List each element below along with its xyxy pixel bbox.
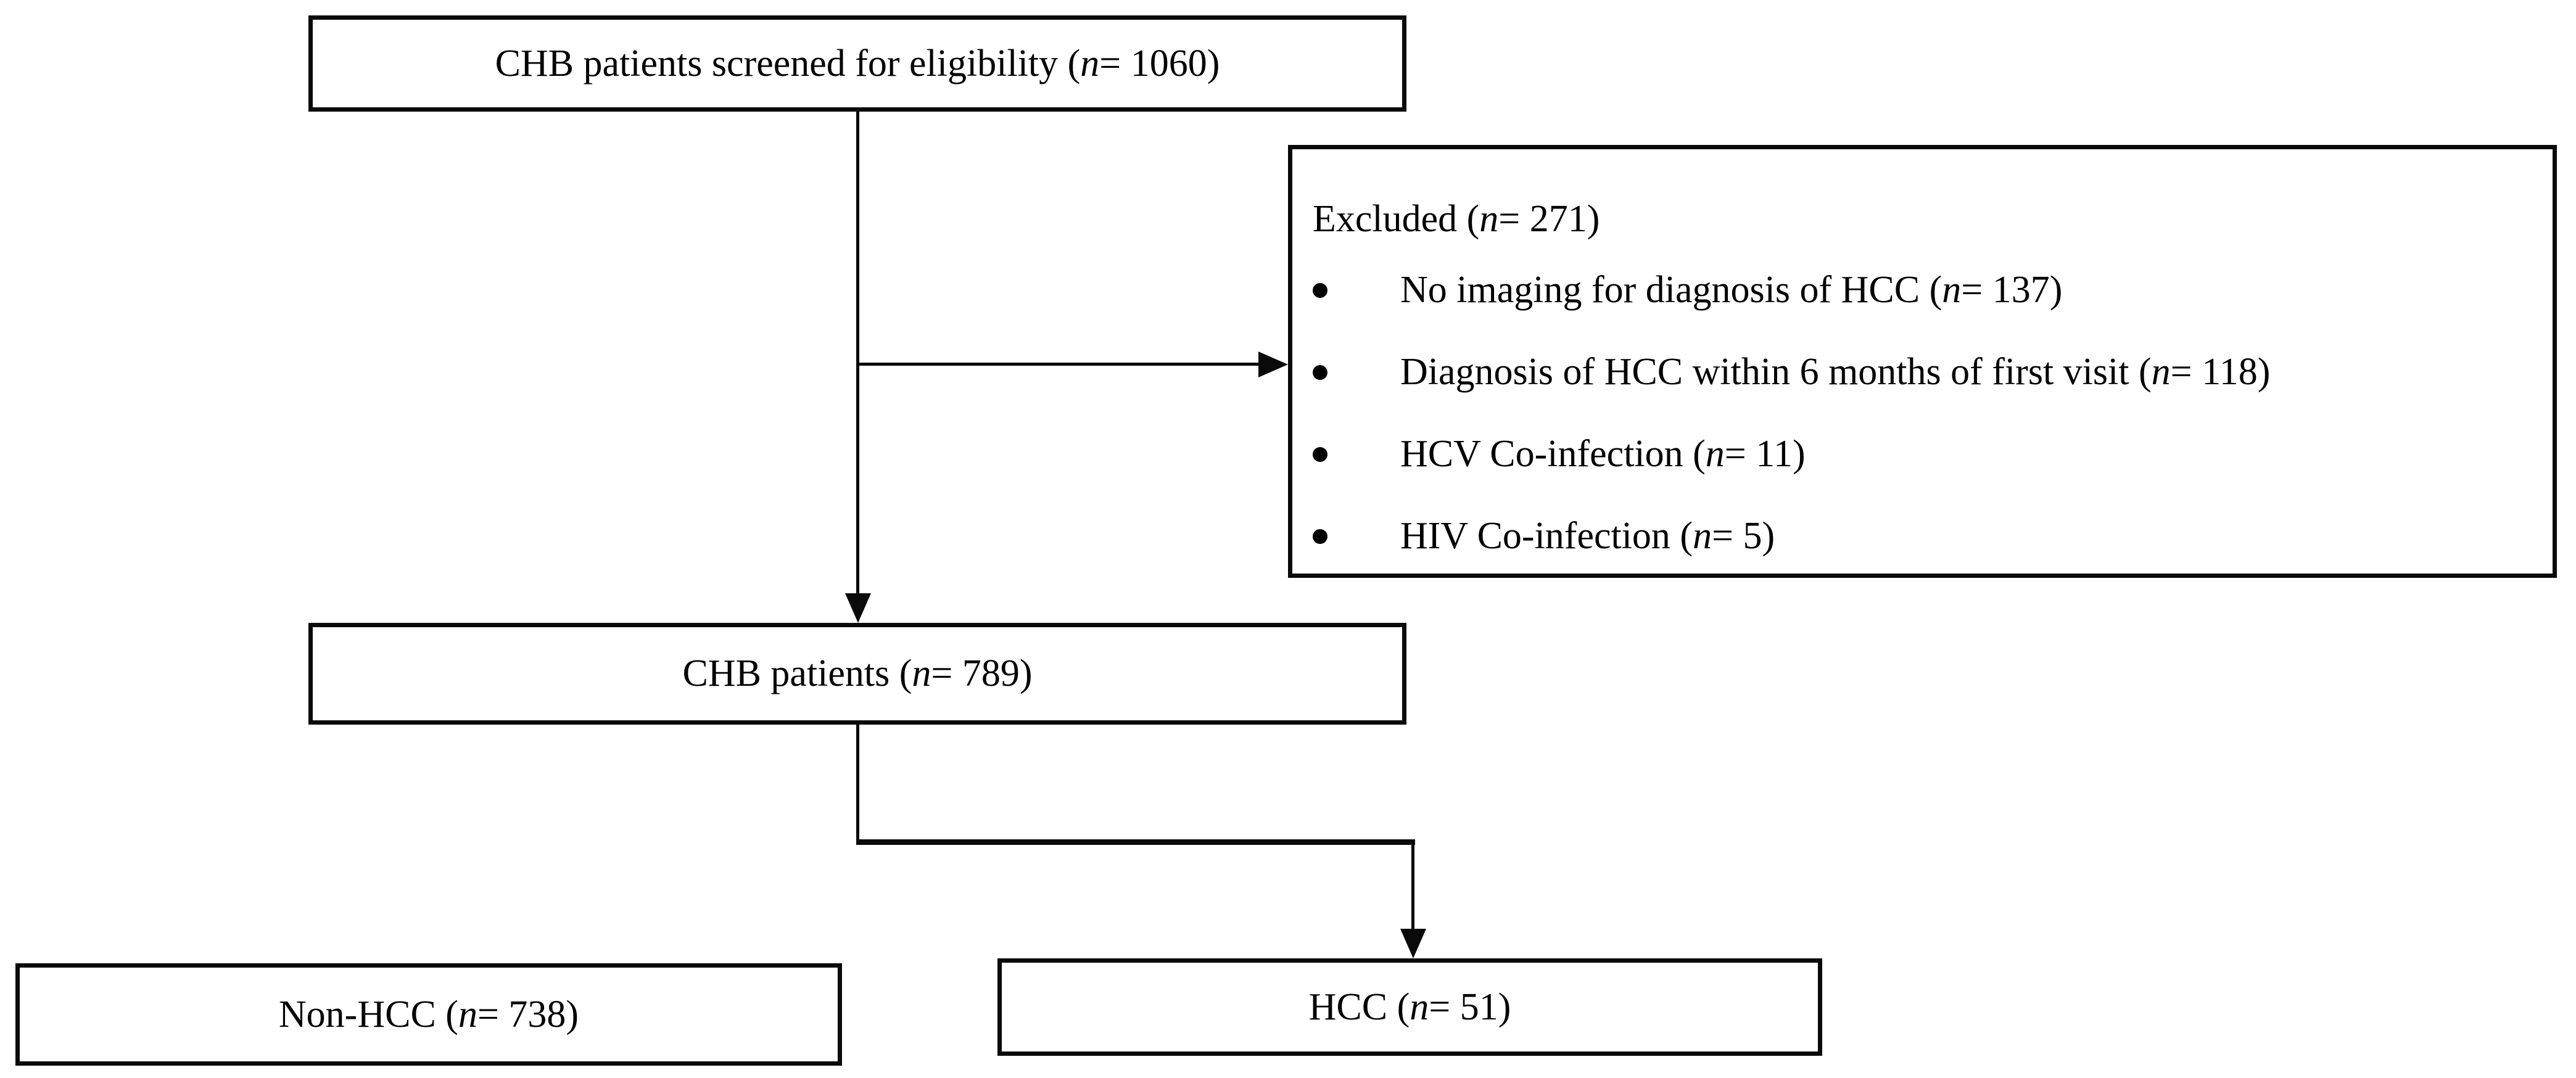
label-n-italic: n: [1942, 269, 1962, 311]
excluded-reason-item: Diagnosis of HCC within 6 months of firs…: [1313, 331, 2553, 413]
bullet-icon: [1313, 364, 1327, 380]
label-text: Diagnosis of HCC within 6 months of firs…: [1400, 351, 2152, 393]
chb-label: CHB patients (n= 789): [682, 652, 1032, 696]
hcc-label: HCC (n= 51): [1309, 985, 1511, 1029]
arrowhead-down-icon: [1400, 929, 1426, 958]
bullet-icon: [1313, 529, 1327, 544]
excluded-reason-label: HCV Co-infection (n= 11): [1400, 432, 1806, 476]
label-value: = 1060): [1099, 42, 1220, 84]
label-text: Excluded (: [1313, 198, 1480, 240]
label-value: = 11): [1724, 433, 1806, 475]
label-n-italic: n: [1479, 198, 1499, 240]
label-text: No imaging for diagnosis of HCC (: [1400, 269, 1942, 311]
label-value: = 271): [1498, 198, 1600, 240]
label-value: = 789): [931, 652, 1033, 694]
label-n-italic: n: [1410, 985, 1429, 1028]
excluded-reason-item: No imaging for diagnosis of HCC (n= 137): [1313, 249, 2553, 331]
excluded-reason-label: HIV Co-infection (n= 5): [1400, 514, 1775, 558]
label-text: CHB patients (: [682, 652, 912, 694]
excluded-reason-label: No imaging for diagnosis of HCC (n= 137): [1400, 268, 2062, 312]
label-text: CHB patients screened for eligibility (: [495, 42, 1081, 84]
label-n-italic: n: [1080, 42, 1100, 84]
label-n-italic: n: [1705, 433, 1725, 475]
excluded-reason-label: Diagnosis of HCC within 6 months of firs…: [1400, 350, 2270, 394]
connector-chb-down: [856, 725, 859, 844]
excluded-title: Excluded (n= 271): [1313, 193, 2553, 245]
screened-label: CHB patients screened for eligibility (n…: [495, 42, 1220, 86]
label-value: = 738): [477, 993, 579, 1035]
arrowhead-down-icon: [845, 593, 871, 623]
label-value: = 118): [2170, 351, 2271, 393]
label-n-italic: n: [2151, 351, 2171, 393]
label-text: HIV Co-infection (: [1400, 515, 1693, 557]
label-value: = 5): [1712, 515, 1775, 557]
connector-branch-to-excluded: [857, 363, 1260, 366]
bullet-icon: [1313, 282, 1327, 298]
node-screened-patients: CHB patients screened for eligibility (n…: [308, 15, 1406, 112]
arrowhead-right-icon: [1258, 352, 1288, 377]
label-value: = 137): [1961, 269, 2063, 311]
label-text: HCC (: [1308, 985, 1410, 1028]
excluded-reason-item: HCV Co-infection (n= 11): [1313, 413, 2553, 495]
connector-chb-to-hcc-horizontal: [856, 839, 1415, 845]
label-value: = 51): [1429, 985, 1511, 1028]
node-excluded: Excluded (n= 271) No imaging for diagnos…: [1288, 145, 2557, 578]
bullet-icon: [1313, 446, 1327, 462]
connector-down-to-hcc: [1411, 844, 1414, 931]
excluded-reasons-list: No imaging for diagnosis of HCC (n= 137)…: [1292, 249, 2553, 577]
node-chb-patients: CHB patients (n= 789): [308, 623, 1406, 725]
node-non-hcc: Non-HCC (n= 738): [15, 963, 842, 1066]
excluded-reason-item: HIV Co-infection (n= 5): [1313, 495, 2553, 577]
label-n-italic: n: [1693, 515, 1712, 557]
label-text: Non-HCC (: [278, 993, 458, 1035]
connector-screened-to-chb: [856, 112, 859, 595]
label-n-italic: n: [912, 652, 931, 694]
label-n-italic: n: [458, 993, 477, 1035]
non-hcc-label: Non-HCC (n= 738): [279, 993, 579, 1037]
node-hcc: HCC (n= 51): [997, 958, 1822, 1056]
label-text: HCV Co-infection (: [1400, 433, 1706, 475]
